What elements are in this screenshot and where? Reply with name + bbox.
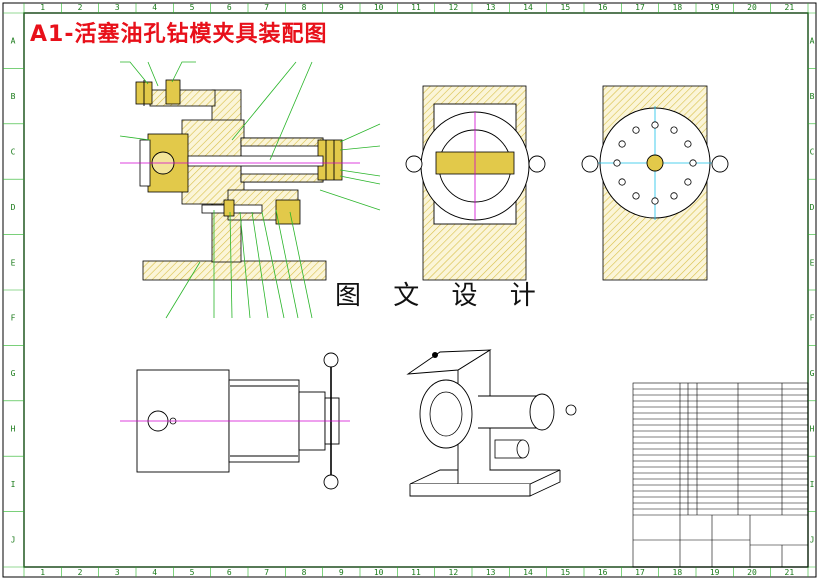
zone-col-label: 4 <box>152 568 157 577</box>
zone-col-label: 19 <box>710 3 720 12</box>
zone-col-label: 11 <box>411 3 421 12</box>
zone-col-label: 13 <box>486 3 496 12</box>
zone-row-label: H <box>11 425 16 434</box>
zone-col-label: 9 <box>339 568 344 577</box>
title-block <box>632 382 809 568</box>
zone-col-label: 10 <box>374 3 384 12</box>
zone-row-label: A <box>810 37 815 46</box>
zone-row-label: B <box>810 92 815 101</box>
zone-row-label: F <box>810 314 815 323</box>
bolt-hole <box>618 178 626 186</box>
zone-row-label: I <box>810 480 815 489</box>
bolt-hole-circle <box>613 121 697 205</box>
zone-row-label: G <box>11 369 16 378</box>
leader-lines <box>119 61 381 319</box>
zone-row-label: E <box>11 258 16 267</box>
zone-col-label: 15 <box>561 3 571 12</box>
zone-col-label: 13 <box>486 568 496 577</box>
bolt-hole <box>670 192 678 200</box>
zone-col-label: 11 <box>411 568 421 577</box>
front-view <box>405 85 546 281</box>
zone-col-label: 14 <box>523 3 533 12</box>
zone-row-label: B <box>11 92 16 101</box>
zone-col-label: 8 <box>302 3 307 12</box>
zone-col-label: 2 <box>78 3 83 12</box>
zone-col-label: 15 <box>561 568 571 577</box>
zone-col-label: 7 <box>264 3 269 12</box>
zone-row-label: J <box>11 535 16 544</box>
zone-col-label: 1 <box>40 3 45 12</box>
zone-col-label: 7 <box>264 568 269 577</box>
zone-col-label: 14 <box>523 568 533 577</box>
top-view <box>120 352 350 490</box>
zone-col-label: 17 <box>635 568 645 577</box>
zone-row-label: G <box>810 369 815 378</box>
zone-col-label: 16 <box>598 3 608 12</box>
zone-col-label: 4 <box>152 3 157 12</box>
main-section-view <box>120 79 360 281</box>
zone-col-label: 8 <box>302 568 307 577</box>
zone-row-label: E <box>810 258 815 267</box>
zone-col-label: 21 <box>785 568 795 577</box>
zone-col-label: 16 <box>598 568 608 577</box>
zone-labels: 1122334455667788991010111112121313141415… <box>11 3 815 577</box>
zone-col-label: 17 <box>635 3 645 12</box>
zone-col-label: 2 <box>78 568 83 577</box>
zone-col-label: 20 <box>747 568 757 577</box>
bolt-hole <box>651 197 659 205</box>
bolt-hole <box>689 159 697 167</box>
side-view <box>581 85 729 281</box>
bolt-hole <box>632 126 640 134</box>
bolt-hole <box>618 140 626 148</box>
zone-col-label: 12 <box>449 568 459 577</box>
zone-col-label: 12 <box>449 3 459 12</box>
bolt-hole <box>632 192 640 200</box>
drawing-title: A1-活塞油孔钻模夹具装配图 <box>30 22 328 47</box>
zone-col-label: 18 <box>673 568 683 577</box>
zone-col-label: 3 <box>115 568 120 577</box>
zone-col-label: 10 <box>374 568 384 577</box>
parts-list-rows <box>633 388 808 510</box>
zone-col-label: 9 <box>339 3 344 12</box>
isometric-view <box>406 349 577 497</box>
zone-row-label: D <box>11 203 16 212</box>
zone-ticks <box>3 3 816 577</box>
zone-col-label: 6 <box>227 568 232 577</box>
zone-row-label: C <box>810 148 815 157</box>
zone-row-label: F <box>11 314 16 323</box>
zone-row-label: C <box>11 148 16 157</box>
zone-col-label: 3 <box>115 3 120 12</box>
zone-col-label: 5 <box>190 568 195 577</box>
zone-row-label: A <box>11 37 16 46</box>
zone-col-label: 6 <box>227 3 232 12</box>
zone-col-label: 1 <box>40 568 45 577</box>
zone-row-label: D <box>810 203 815 212</box>
zone-row-label: H <box>810 425 815 434</box>
zone-col-label: 19 <box>710 568 720 577</box>
zone-col-label: 5 <box>190 3 195 12</box>
zone-col-label: 21 <box>785 3 795 12</box>
zone-col-label: 20 <box>747 3 757 12</box>
zone-row-label: J <box>810 535 815 544</box>
bolt-hole <box>684 178 692 186</box>
bolt-hole <box>613 159 621 167</box>
bolt-hole <box>670 126 678 134</box>
watermark-text: 图 文 设 计 <box>335 281 548 311</box>
zone-col-label: 18 <box>673 3 683 12</box>
bolt-hole <box>651 121 659 129</box>
zone-row-label: I <box>11 480 16 489</box>
bolt-hole <box>684 140 692 148</box>
